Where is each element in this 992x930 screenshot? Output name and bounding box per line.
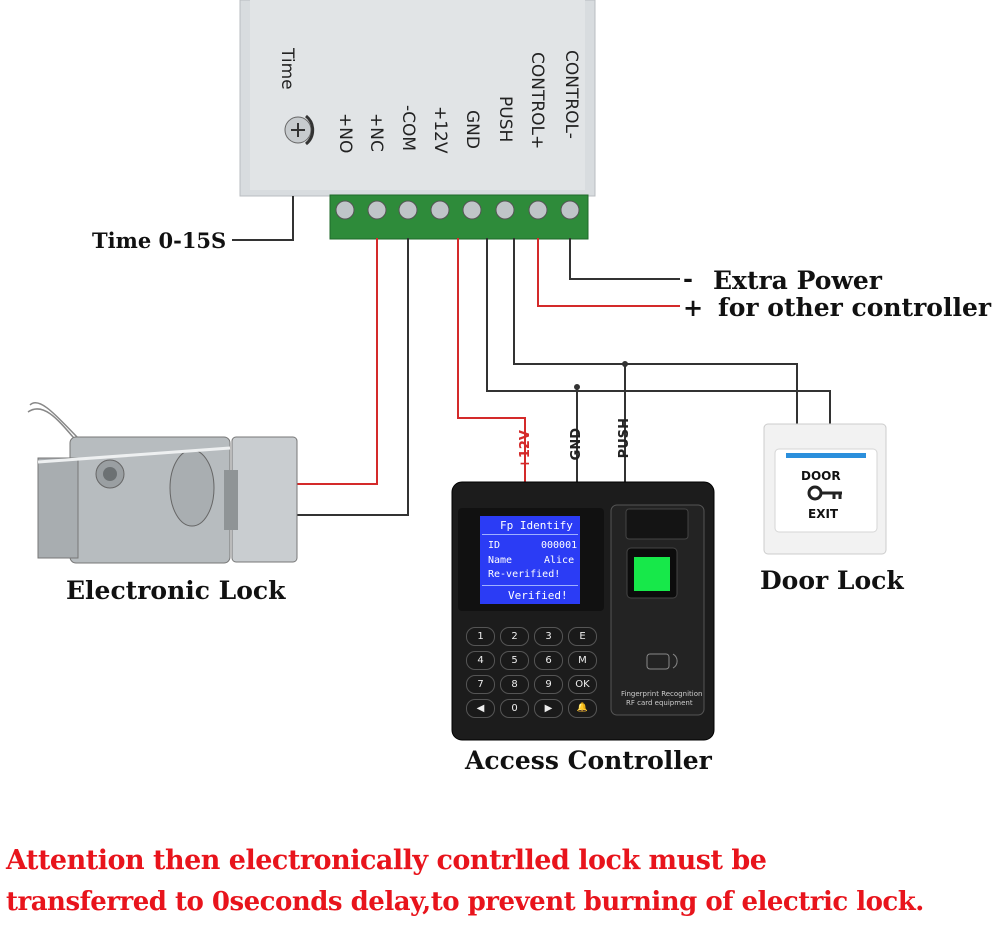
- rf-card-icon: [646, 653, 670, 670]
- extra-power-plus: +: [683, 293, 704, 322]
- extra-power-minus: -: [683, 264, 693, 293]
- terminal-label-com: -COM: [398, 105, 418, 152]
- lcd-screen: [480, 516, 580, 604]
- terminal-label-nc: +NC: [366, 113, 386, 152]
- key-6[interactable]: 6: [534, 651, 563, 670]
- key-5[interactable]: 5: [500, 651, 529, 670]
- control-minus-wire: [569, 238, 680, 280]
- key-m[interactable]: M: [568, 651, 597, 670]
- key-4[interactable]: 4: [466, 651, 495, 670]
- lcd-footer: Verified!: [508, 589, 568, 602]
- terminal-label-12v: +12V: [430, 106, 450, 154]
- terminal-label-push: PUSH: [495, 96, 515, 143]
- electronic-lock-label: Electronic Lock: [66, 576, 286, 605]
- fingerprint-sensor-icon: [634, 557, 670, 591]
- key-e[interactable]: E: [568, 627, 597, 646]
- time-callout-line: [232, 196, 294, 241]
- key-bell-icon[interactable]: 🔔: [568, 699, 597, 718]
- key-left-icon[interactable]: ◀: [466, 699, 495, 718]
- nc-wire: [292, 238, 378, 485]
- key-7[interactable]: 7: [466, 675, 495, 694]
- terminal-label-gnd: GND: [462, 110, 482, 149]
- wire-label-12v: +12V: [518, 430, 533, 470]
- key-0[interactable]: 0: [500, 699, 529, 718]
- time-callout: Time 0-15S: [92, 228, 227, 253]
- reader-text-1: Fingerprint Recognition: [621, 690, 703, 698]
- key-9[interactable]: 9: [534, 675, 563, 694]
- access-controller-label: Access Controller: [465, 746, 712, 775]
- exit-button-device: [763, 423, 887, 555]
- reader-text-2: RF card equipment: [626, 699, 693, 707]
- key-right-icon[interactable]: ▶: [534, 699, 563, 718]
- terminal-label-no: +NO: [335, 113, 355, 154]
- time-knob-label: Time: [277, 48, 297, 90]
- lcd-title: Fp Identify: [500, 519, 573, 532]
- terminal-label-control-minus: CONTROL-: [561, 50, 581, 139]
- gnd-wire: [486, 238, 831, 424]
- control-plus-wire: [537, 238, 680, 307]
- terminal-label-control-plus: CONTROL+: [527, 52, 547, 150]
- lcd-id-value: 000001: [541, 540, 578, 551]
- key-8[interactable]: 8: [500, 675, 529, 694]
- push-wire: [513, 238, 798, 424]
- rotate-arrow-icon: [304, 114, 315, 146]
- key-1[interactable]: 1: [466, 627, 495, 646]
- warning-line-2: transferred to 0seconds delay,to prevent…: [6, 887, 924, 917]
- exit-button-door-text: DOOR: [801, 469, 841, 483]
- terminal-block: [329, 194, 589, 240]
- wire-label-gnd: GND: [569, 428, 584, 461]
- v12-wire: [457, 238, 526, 482]
- electronic-lock-image: [27, 402, 298, 564]
- key-3[interactable]: 3: [534, 627, 563, 646]
- terminal-screws: [335, 200, 580, 220]
- wire-label-push: PUSH: [617, 418, 632, 459]
- warning-line-1: Attention then electronically contrlled …: [6, 845, 767, 876]
- lcd-name-value: Alice: [544, 555, 575, 566]
- extra-power-line1: Extra Power: [713, 266, 882, 295]
- key-ok[interactable]: OK: [568, 675, 597, 694]
- door-lock-label: Door Lock: [760, 566, 904, 595]
- exit-button-exit-text: EXIT: [808, 507, 839, 521]
- lcd-id-label: ID: [488, 540, 501, 551]
- extra-power-line2: for other controller: [718, 293, 992, 322]
- com-wire: [292, 238, 409, 516]
- lcd-name-label: Name: [488, 555, 513, 566]
- lcd-status: Re-verified!: [488, 569, 561, 580]
- key-2[interactable]: 2: [500, 627, 529, 646]
- power-controller-face: [250, 0, 585, 190]
